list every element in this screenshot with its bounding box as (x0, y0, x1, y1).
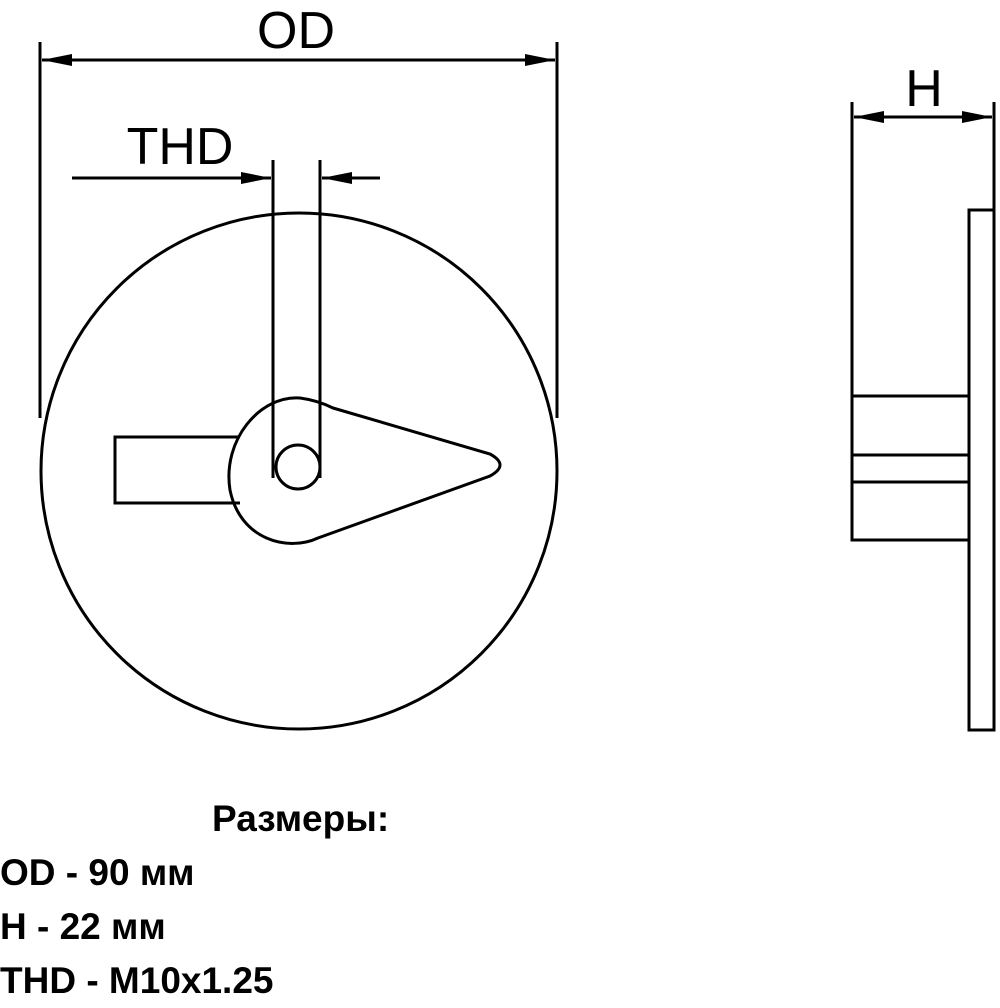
front-view (38, 42, 559, 731)
disc-profile (967, 208, 996, 732)
anode-disc (39, 211, 559, 731)
spec-title: Размеры: (212, 798, 390, 839)
dimensions-spec: Размеры: OD - 90 мм H - 22 мм THD - M10x… (0, 792, 640, 1008)
mounting-tab (113, 435, 240, 505)
spec-line-h: H - 22 мм (0, 906, 166, 947)
thd-label: THD (127, 118, 234, 176)
boss-profile (850, 394, 971, 542)
h-label: H (905, 60, 943, 118)
od-label: OD (257, 2, 335, 60)
spec-line-od: OD - 90 мм (0, 852, 195, 893)
teardrop-boss (227, 396, 502, 545)
spec-line-thd: THD - M10x1.25 (0, 960, 274, 1001)
side-view (850, 102, 996, 732)
center-hole (274, 443, 322, 491)
